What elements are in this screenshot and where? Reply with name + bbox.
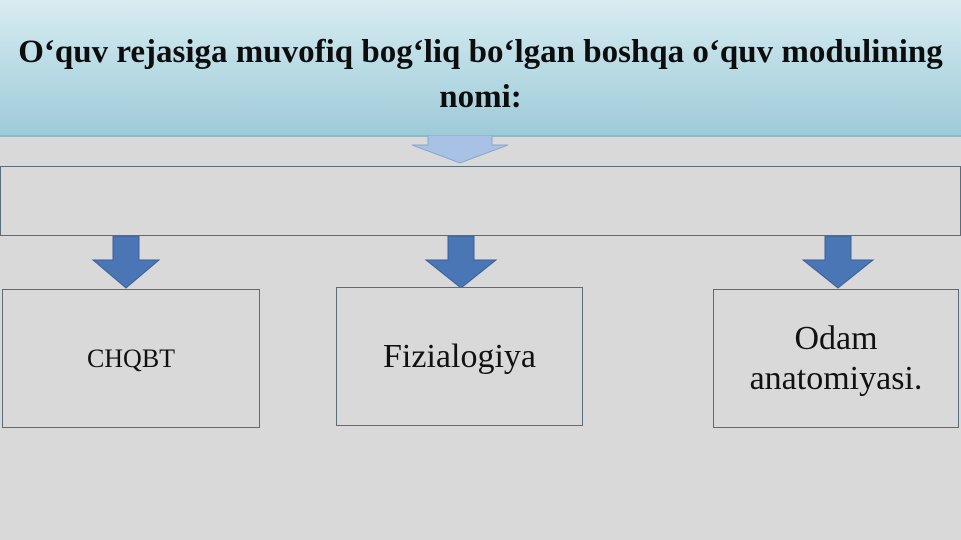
module-label: Odam anatomiyasi. — [749, 319, 923, 397]
module-box: Odam anatomiyasi. — [713, 289, 959, 428]
arrow-down-icon — [424, 236, 498, 289]
title-down-arrow-icon — [411, 135, 509, 164]
diagram-title: O‘quv rejasiga muvofiq bog‘liq bo‘lgan b… — [18, 34, 943, 115]
module-label: CHQBT — [86, 343, 176, 373]
module-label: Fizialogiya — [383, 337, 536, 375]
module-box: Fizialogiya — [336, 287, 583, 426]
title-band: O‘quv rejasiga muvofiq bog‘liq bo‘lgan b… — [0, 0, 961, 137]
module-box: CHQBT — [2, 289, 260, 428]
connector-box — [0, 166, 961, 236]
arrow-down-icon — [801, 236, 875, 289]
arrow-down-icon — [91, 236, 161, 289]
